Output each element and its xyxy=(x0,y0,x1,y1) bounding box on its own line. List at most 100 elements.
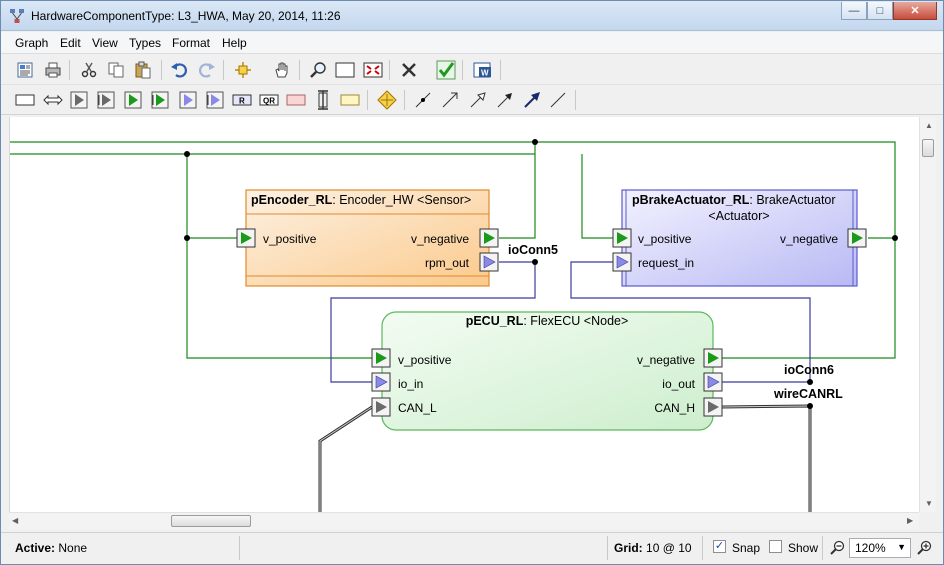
undo-icon[interactable] xyxy=(168,59,190,81)
pan-hand-icon[interactable] xyxy=(271,59,293,81)
scroll-right-icon[interactable]: ▶ xyxy=(907,516,914,525)
horizontal-scrollbar[interactable]: ◀ ▶ xyxy=(9,512,919,529)
close-button[interactable]: ✕ xyxy=(893,2,937,20)
svg-text:W: W xyxy=(481,69,489,78)
menu-view[interactable]: View xyxy=(92,36,118,50)
menu-types[interactable]: Types xyxy=(129,36,162,50)
ecu-v-negative-port[interactable] xyxy=(703,348,723,368)
qr-box-icon[interactable]: QR xyxy=(258,89,280,111)
bracket-tool-icon[interactable] xyxy=(312,89,334,111)
diagram-svg[interactable]: pEncoder_RL: Encoder_HW <Sensor> v_posit… xyxy=(10,117,919,512)
signal-wires[interactable] xyxy=(330,261,811,383)
chevron-down-icon: ▼ xyxy=(897,542,906,552)
r-box-icon[interactable]: R xyxy=(231,89,253,111)
arrow-filled-icon[interactable] xyxy=(494,89,516,111)
encoder-v-negative-port[interactable] xyxy=(479,228,499,248)
ecu-can-h-port[interactable] xyxy=(703,397,723,417)
note-tool-icon[interactable] xyxy=(339,89,361,111)
pink-box-icon[interactable] xyxy=(285,89,307,111)
junction-dots xyxy=(184,139,898,409)
ecu-io-in-port[interactable] xyxy=(371,372,391,392)
fit-all-icon[interactable] xyxy=(362,59,384,81)
arrow-open-icon[interactable] xyxy=(439,89,461,111)
properties-icon[interactable] xyxy=(14,59,36,81)
actuator-v-positive-label: v_positive xyxy=(638,232,692,246)
redo-icon[interactable] xyxy=(196,59,218,81)
paste-icon[interactable] xyxy=(132,59,154,81)
diagram-canvas[interactable]: pEncoder_RL: Encoder_HW <Sensor> v_posit… xyxy=(9,117,919,512)
line-tool-icon[interactable] xyxy=(547,89,569,111)
arrow-hollow-icon[interactable] xyxy=(467,89,489,111)
main-toolbar: W xyxy=(1,55,943,85)
port-green-multi-icon[interactable] xyxy=(149,89,171,111)
actuator-name: pBrakeActuator_RL xyxy=(632,193,750,207)
qr-box-label: QR xyxy=(263,97,275,106)
zoom-out-icon[interactable] xyxy=(829,540,845,556)
minimize-button[interactable]: — xyxy=(841,2,867,20)
show-checkbox[interactable] xyxy=(769,540,782,553)
vertical-scroll-thumb[interactable] xyxy=(922,139,934,157)
cut-icon[interactable] xyxy=(78,59,100,81)
active-label: Active: xyxy=(15,541,56,555)
power-wires[interactable] xyxy=(10,141,896,359)
junction-tool-icon[interactable] xyxy=(376,89,398,111)
delete-icon[interactable] xyxy=(398,59,420,81)
horizontal-scroll-thumb[interactable] xyxy=(171,515,251,527)
zoom-value: 120% xyxy=(855,541,886,555)
arrow-bold-icon[interactable] xyxy=(521,89,543,111)
port-gray-multi-icon[interactable] xyxy=(95,89,117,111)
zoom-in-icon[interactable] xyxy=(916,540,932,556)
double-arrow-tool-icon[interactable] xyxy=(42,89,64,111)
snap-label: Snap xyxy=(732,541,761,555)
encoder-rpm-out-port[interactable] xyxy=(479,252,499,272)
fit-page-icon[interactable] xyxy=(334,59,356,81)
actuator-block[interactable]: pBrakeActuator_RL: BrakeActuator <Actuat… xyxy=(621,189,858,287)
zoom-icon[interactable] xyxy=(307,59,329,81)
actuator-request-in-port[interactable] xyxy=(612,252,632,272)
active-value: None xyxy=(58,541,88,555)
hierarchy-app-icon xyxy=(10,9,24,23)
menu-edit[interactable]: Edit xyxy=(60,36,81,50)
port-blue-multi-icon[interactable] xyxy=(204,89,226,111)
window-title: HardwareComponentType: L3_HWA, May 20, 2… xyxy=(31,9,341,23)
center-icon[interactable] xyxy=(232,59,254,81)
ecu-type: : FlexECU <Node> xyxy=(523,314,628,328)
actuator-v-negative-port[interactable] xyxy=(847,228,867,248)
scroll-left-icon[interactable]: ◀ xyxy=(12,516,19,525)
port-gray-icon[interactable] xyxy=(68,89,90,111)
encoder-v-positive-label: v_positive xyxy=(263,232,317,246)
menu-format[interactable]: Format xyxy=(172,36,211,50)
copy-icon[interactable] xyxy=(105,59,127,81)
encoder-name: pEncoder_RL xyxy=(251,193,333,207)
maximize-button[interactable]: □ xyxy=(867,2,893,20)
menu-graph[interactable]: Graph xyxy=(15,36,49,50)
connector-dot-icon[interactable] xyxy=(412,89,434,111)
ecu-can-l-port[interactable] xyxy=(371,397,391,417)
svg-text:pBrakeActuator_RL: BrakeActuat: pBrakeActuator_RL: BrakeActuator xyxy=(632,193,836,207)
print-icon[interactable] xyxy=(42,59,64,81)
encoder-block[interactable]: pEncoder_RL: Encoder_HW <Sensor> v_posit… xyxy=(245,189,490,287)
ioconn5-label[interactable]: ioConn5 xyxy=(508,243,558,257)
wirecanrl-label[interactable]: wireCANRL xyxy=(773,387,843,401)
ioconn6-label[interactable]: ioConn6 xyxy=(784,363,834,377)
snap-checkbox[interactable]: ✓ xyxy=(713,540,726,553)
port-green-icon[interactable] xyxy=(122,89,144,111)
scroll-down-icon[interactable]: ▼ xyxy=(925,499,933,508)
ecu-v-positive-port[interactable] xyxy=(371,348,391,368)
ecu-io-out-port[interactable] xyxy=(703,372,723,392)
actuator-v-positive-port[interactable] xyxy=(612,228,632,248)
title-bar[interactable]: HardwareComponentType: L3_HWA, May 20, 2… xyxy=(1,1,943,31)
actuator-request-in-label: request_in xyxy=(638,256,694,270)
encoder-v-positive-port[interactable] xyxy=(236,228,256,248)
export-word-icon[interactable]: W xyxy=(472,59,494,81)
zoom-select[interactable]: 120% ▼ xyxy=(849,538,911,558)
menu-help[interactable]: Help xyxy=(222,36,247,50)
vertical-scrollbar[interactable]: ▲ ▼ xyxy=(919,117,936,512)
menu-bar: Graph Edit View Types Format Help xyxy=(1,32,943,54)
rectangle-tool-icon[interactable] xyxy=(14,89,36,111)
scroll-up-icon[interactable]: ▲ xyxy=(925,121,933,130)
port-blue-icon[interactable] xyxy=(177,89,199,111)
ecu-block[interactable]: pECU_RL: FlexECU <Node> v_positive io_in… xyxy=(381,311,714,431)
check-icon[interactable] xyxy=(435,59,457,81)
